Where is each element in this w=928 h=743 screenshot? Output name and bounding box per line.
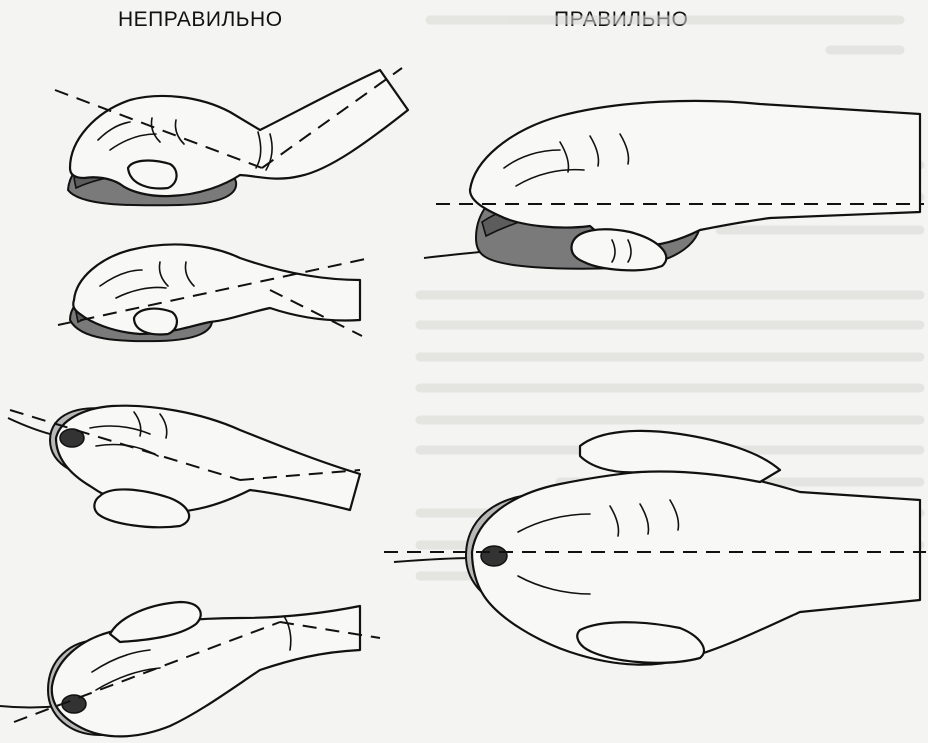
wrong-grip-side-wrist-down [58, 244, 370, 341]
wrong-grip-top-wrist-other-side [0, 602, 380, 736]
wrong-grip-top-wrist-side [8, 406, 360, 528]
correct-grip-side [424, 101, 924, 270]
wrong-grip-side-wrist-up [55, 68, 408, 205]
